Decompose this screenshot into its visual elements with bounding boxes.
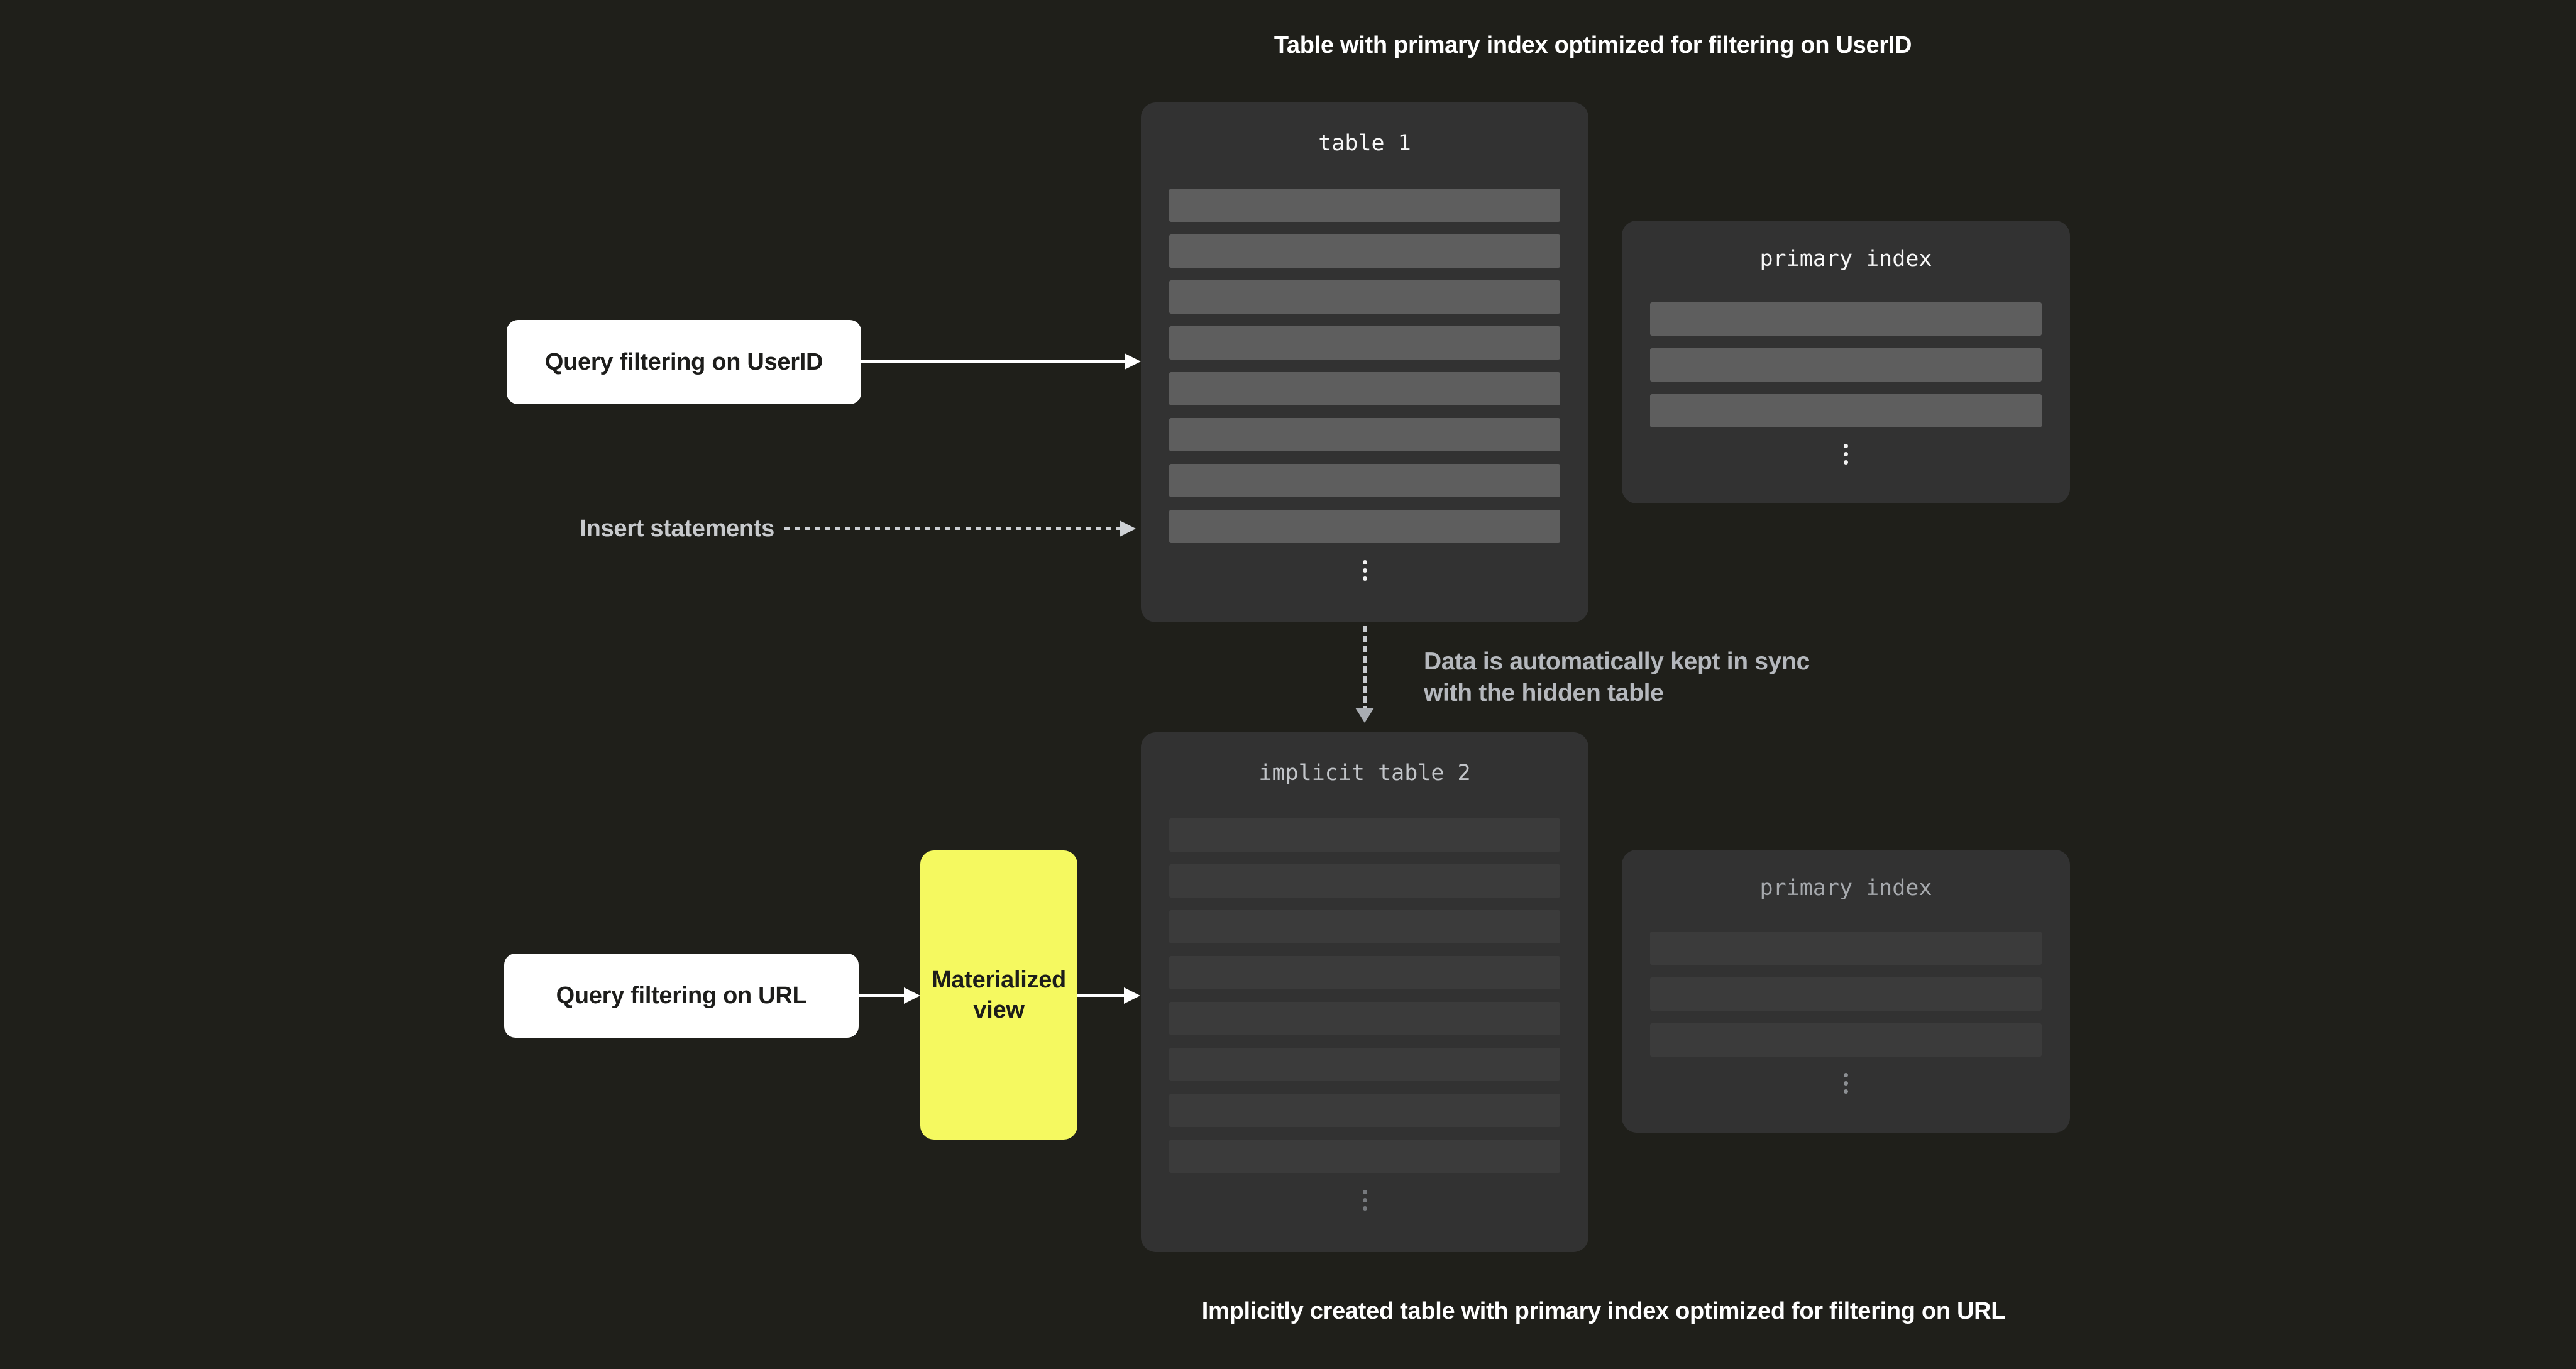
row-placeholder xyxy=(1169,956,1560,989)
arrow-url-to-view xyxy=(859,994,905,997)
caption-bottom: Implicitly created table with primary in… xyxy=(1201,1298,2006,1324)
table2-title: implicit table 2 xyxy=(1258,761,1471,786)
panel-table1: table 1 xyxy=(1141,102,1588,622)
arrow-right-icon xyxy=(1120,520,1136,537)
caption-top: Table with primary index optimized for f… xyxy=(1274,32,1912,58)
primary-index-top-rows xyxy=(1650,302,2042,427)
vertical-ellipsis-icon xyxy=(1141,560,1588,581)
arrow-userid-to-table1 xyxy=(861,360,1126,363)
vertical-ellipsis-icon xyxy=(1622,1073,2070,1094)
insert-statements-label: Insert statements xyxy=(580,515,774,542)
materialized-view-label-line2: view xyxy=(973,997,1025,1023)
row-placeholder xyxy=(1169,864,1560,898)
primary-index-bottom-title: primary index xyxy=(1759,876,1932,901)
row-placeholder xyxy=(1169,418,1560,451)
row-placeholder xyxy=(1169,818,1560,852)
table2-rows xyxy=(1169,818,1560,1173)
vertical-ellipsis-icon xyxy=(1141,1190,1588,1211)
materialized-view-label-line1: Materialized xyxy=(932,967,1066,993)
row-placeholder xyxy=(1169,910,1560,943)
row-placeholder xyxy=(1169,1048,1560,1081)
table1-rows xyxy=(1169,189,1560,543)
arrow-view-to-table2 xyxy=(1077,994,1125,997)
table1-title: table 1 xyxy=(1318,131,1411,156)
sync-label: Data is automatically kept in sync with … xyxy=(1424,646,1810,709)
node-query-url: Query filtering on URL xyxy=(504,954,859,1038)
row-placeholder xyxy=(1169,234,1560,268)
node-query-userid: Query filtering on UserID xyxy=(507,320,861,404)
arrow-down-icon xyxy=(1355,708,1374,723)
row-placeholder xyxy=(1169,510,1560,543)
row-placeholder xyxy=(1169,1140,1560,1173)
primary-index-top-title: primary index xyxy=(1759,246,1932,272)
row-placeholder xyxy=(1650,348,2042,382)
sync-label-line2: with the hidden table xyxy=(1424,679,1664,706)
node-query-userid-label: Query filtering on UserID xyxy=(544,348,823,375)
panel-primary-index-bottom: primary index xyxy=(1622,850,2070,1133)
row-placeholder xyxy=(1169,326,1560,360)
row-placeholder xyxy=(1650,302,2042,336)
row-placeholder xyxy=(1169,372,1560,405)
row-placeholder xyxy=(1169,280,1560,314)
panel-table2: implicit table 2 xyxy=(1141,732,1588,1252)
arrow-right-icon xyxy=(904,987,920,1004)
sync-label-line1: Data is automatically kept in sync xyxy=(1424,648,1810,675)
row-placeholder xyxy=(1169,1094,1560,1127)
vertical-ellipsis-icon xyxy=(1622,444,2070,465)
row-placeholder xyxy=(1169,464,1560,497)
arrow-right-icon xyxy=(1124,987,1140,1004)
row-placeholder xyxy=(1650,977,2042,1011)
arrow-right-icon xyxy=(1125,353,1141,370)
row-placeholder xyxy=(1650,1023,2042,1057)
node-materialized-view: Materialized view xyxy=(920,850,1077,1140)
row-placeholder xyxy=(1169,1002,1560,1035)
node-query-url-label: Query filtering on URL xyxy=(556,982,807,1009)
arrow-insert-statements xyxy=(784,527,1120,530)
row-placeholder xyxy=(1650,394,2042,427)
panel-primary-index-top: primary index xyxy=(1622,221,2070,503)
row-placeholder xyxy=(1169,189,1560,222)
arrow-table1-to-table2 xyxy=(1363,626,1367,709)
row-placeholder xyxy=(1650,932,2042,965)
primary-index-bottom-rows xyxy=(1650,932,2042,1057)
